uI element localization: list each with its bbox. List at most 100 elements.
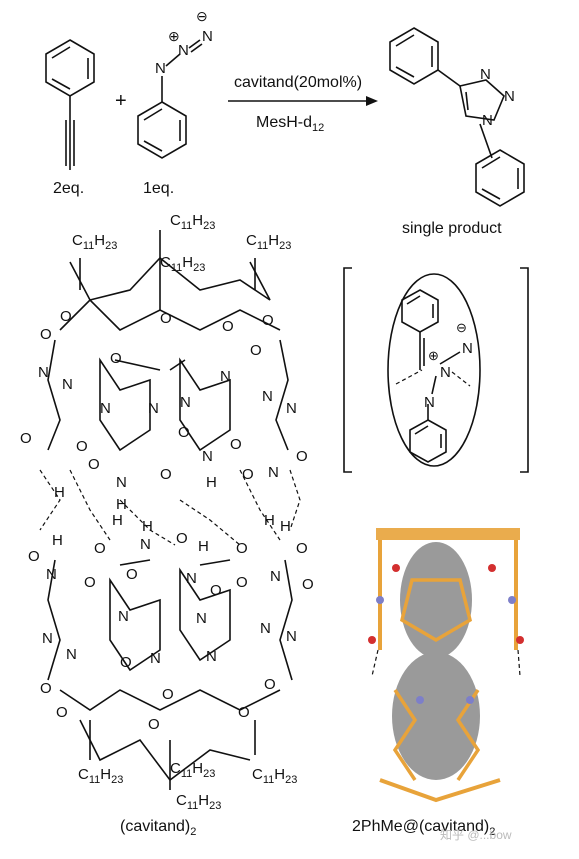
oxygen-atom: O (110, 350, 122, 367)
watermark: 知乎 @...bow (440, 828, 512, 842)
nitrogen-atom: N (66, 646, 77, 663)
alkyl-chain-label: C11H23 (246, 232, 292, 252)
cavitand-dimer-structure (39, 230, 301, 790)
oxygen-atom: O (236, 540, 248, 557)
plus-sign: + (115, 90, 127, 112)
oxygen-atom: O (210, 582, 222, 599)
nitrogen-atom: N (100, 400, 111, 417)
oxygen-atom: O (60, 308, 72, 325)
reagent1-eq-label: 2eq. (53, 180, 85, 197)
nitrogen-atom: N (148, 400, 159, 417)
nitrogen-atom: N (42, 630, 53, 647)
oxygen-atom: O (160, 310, 172, 327)
oxygen-atom: O (262, 312, 274, 329)
azide-plus-charge: ⊕ (168, 28, 180, 44)
nitrogen-atom: N (38, 364, 49, 381)
oxygen-atom: O (250, 342, 262, 359)
nitrogen-atom: N (286, 628, 297, 645)
nitrogen-atom: N (186, 570, 197, 587)
alkyl-chain-label: C11H23 (160, 254, 206, 274)
triazole-product-structure (389, 27, 525, 207)
nitrogen-atom: N (118, 608, 129, 625)
nitrogen-atom: N (196, 610, 207, 627)
oxygen-atom: O (84, 574, 96, 591)
alkyl-chain-label: C11H23 (176, 792, 222, 812)
transition-state-box (343, 267, 529, 473)
hydrogen-atom: H (280, 518, 291, 535)
oxygen-atom: O (126, 566, 138, 583)
right-caption: 2PhMe@(cavitand)2 (352, 818, 495, 838)
ts-minus-charge: ⊖ (456, 320, 467, 335)
azide-minus-charge: ⊖ (196, 8, 208, 24)
oxygen-atom: O (296, 448, 308, 465)
hydrogen-atom: H (112, 512, 123, 529)
oxygen-atom: O (40, 680, 52, 697)
azide-n1: N (155, 60, 166, 77)
ts-n2: N (462, 340, 473, 357)
azide-n2: N (178, 42, 189, 59)
reaction-arrow (228, 96, 378, 106)
alkyl-chain-label: C11H23 (170, 212, 216, 232)
hydrogen-atom: H (264, 512, 275, 529)
hydrogen-atom: H (116, 496, 127, 513)
oxygen-atom: O (238, 704, 250, 721)
nitrogen-atom: N (150, 650, 161, 667)
oxygen-atom: O (76, 438, 88, 455)
oxygen-atom: O (40, 326, 52, 343)
nitrogen-atom: N (268, 464, 279, 481)
oxygen-atom: O (88, 456, 100, 473)
oxygen-atom: O (56, 704, 68, 721)
phenylacetylene-structure (45, 39, 95, 170)
nitrogen-atom: N (270, 568, 281, 585)
oxygen-atom: O (162, 686, 174, 703)
phenyl-azide-structure (137, 39, 203, 159)
alkyl-chain-label: C11H23 (78, 766, 124, 786)
nitrogen-atom: N (62, 376, 73, 393)
hydrogen-atom: H (198, 538, 209, 555)
nitrogen-atom: N (286, 400, 297, 417)
oxygen-atom: O (302, 576, 314, 593)
oxygen-atom: O (176, 530, 188, 547)
oxygen-atom: O (242, 466, 254, 483)
alkyl-chain-label: C11H23 (252, 766, 298, 786)
oxygen-atom: O (20, 430, 32, 447)
nitrogen-atom: N (180, 394, 191, 411)
conditions-bottom: MesH-d12 (256, 114, 324, 134)
hydrogen-atom: H (54, 484, 65, 501)
nitrogen-atom: N (46, 566, 57, 583)
ts-n1: N (440, 364, 451, 381)
oxygen-atom: O (120, 654, 132, 671)
left-caption: (cavitand)2 (120, 818, 196, 838)
nitrogen-atom: N (260, 620, 271, 637)
oxygen-atom: O (296, 540, 308, 557)
azide-n3: N (202, 28, 213, 45)
left-caption-text: (cavitand) (120, 818, 191, 835)
conditions-solvent-sub: 12 (312, 122, 325, 135)
oxygen-atom: O (148, 716, 160, 733)
ts-n3: N (424, 394, 435, 411)
nitrogen-atom: N (140, 536, 151, 553)
conditions-top: cavitand(20mol%) (234, 74, 363, 91)
triazole-n1: N (480, 66, 491, 83)
alkyl-chain-label: C11H23 (170, 760, 216, 780)
oxygen-atom: O (178, 424, 190, 441)
oxygen-atom: O (28, 548, 40, 565)
triazole-n3: N (482, 112, 493, 129)
oxygen-atom: O (236, 574, 248, 591)
oxygen-atom: O (264, 676, 276, 693)
conditions-solvent: MesH-d (256, 114, 313, 131)
alkyl-chain-label: C11H23 (72, 232, 118, 252)
crystal-model-image (368, 528, 524, 803)
ts-plus-charge: ⊕ (428, 348, 439, 363)
nitrogen-atom: N (262, 388, 273, 405)
left-caption-sub: 2 (190, 826, 197, 839)
nitrogen-atom: N (220, 368, 231, 385)
right-caption-sub: 2 (489, 826, 496, 839)
oxygen-atom: O (222, 318, 234, 335)
nitrogen-atom: N (116, 474, 127, 491)
hydrogen-atom: H (142, 518, 153, 535)
reagent2-eq-label: 1eq. (143, 180, 175, 197)
product-label: single product (402, 220, 502, 237)
oxygen-atom: O (160, 466, 172, 483)
hydrogen-atom: H (206, 474, 217, 491)
